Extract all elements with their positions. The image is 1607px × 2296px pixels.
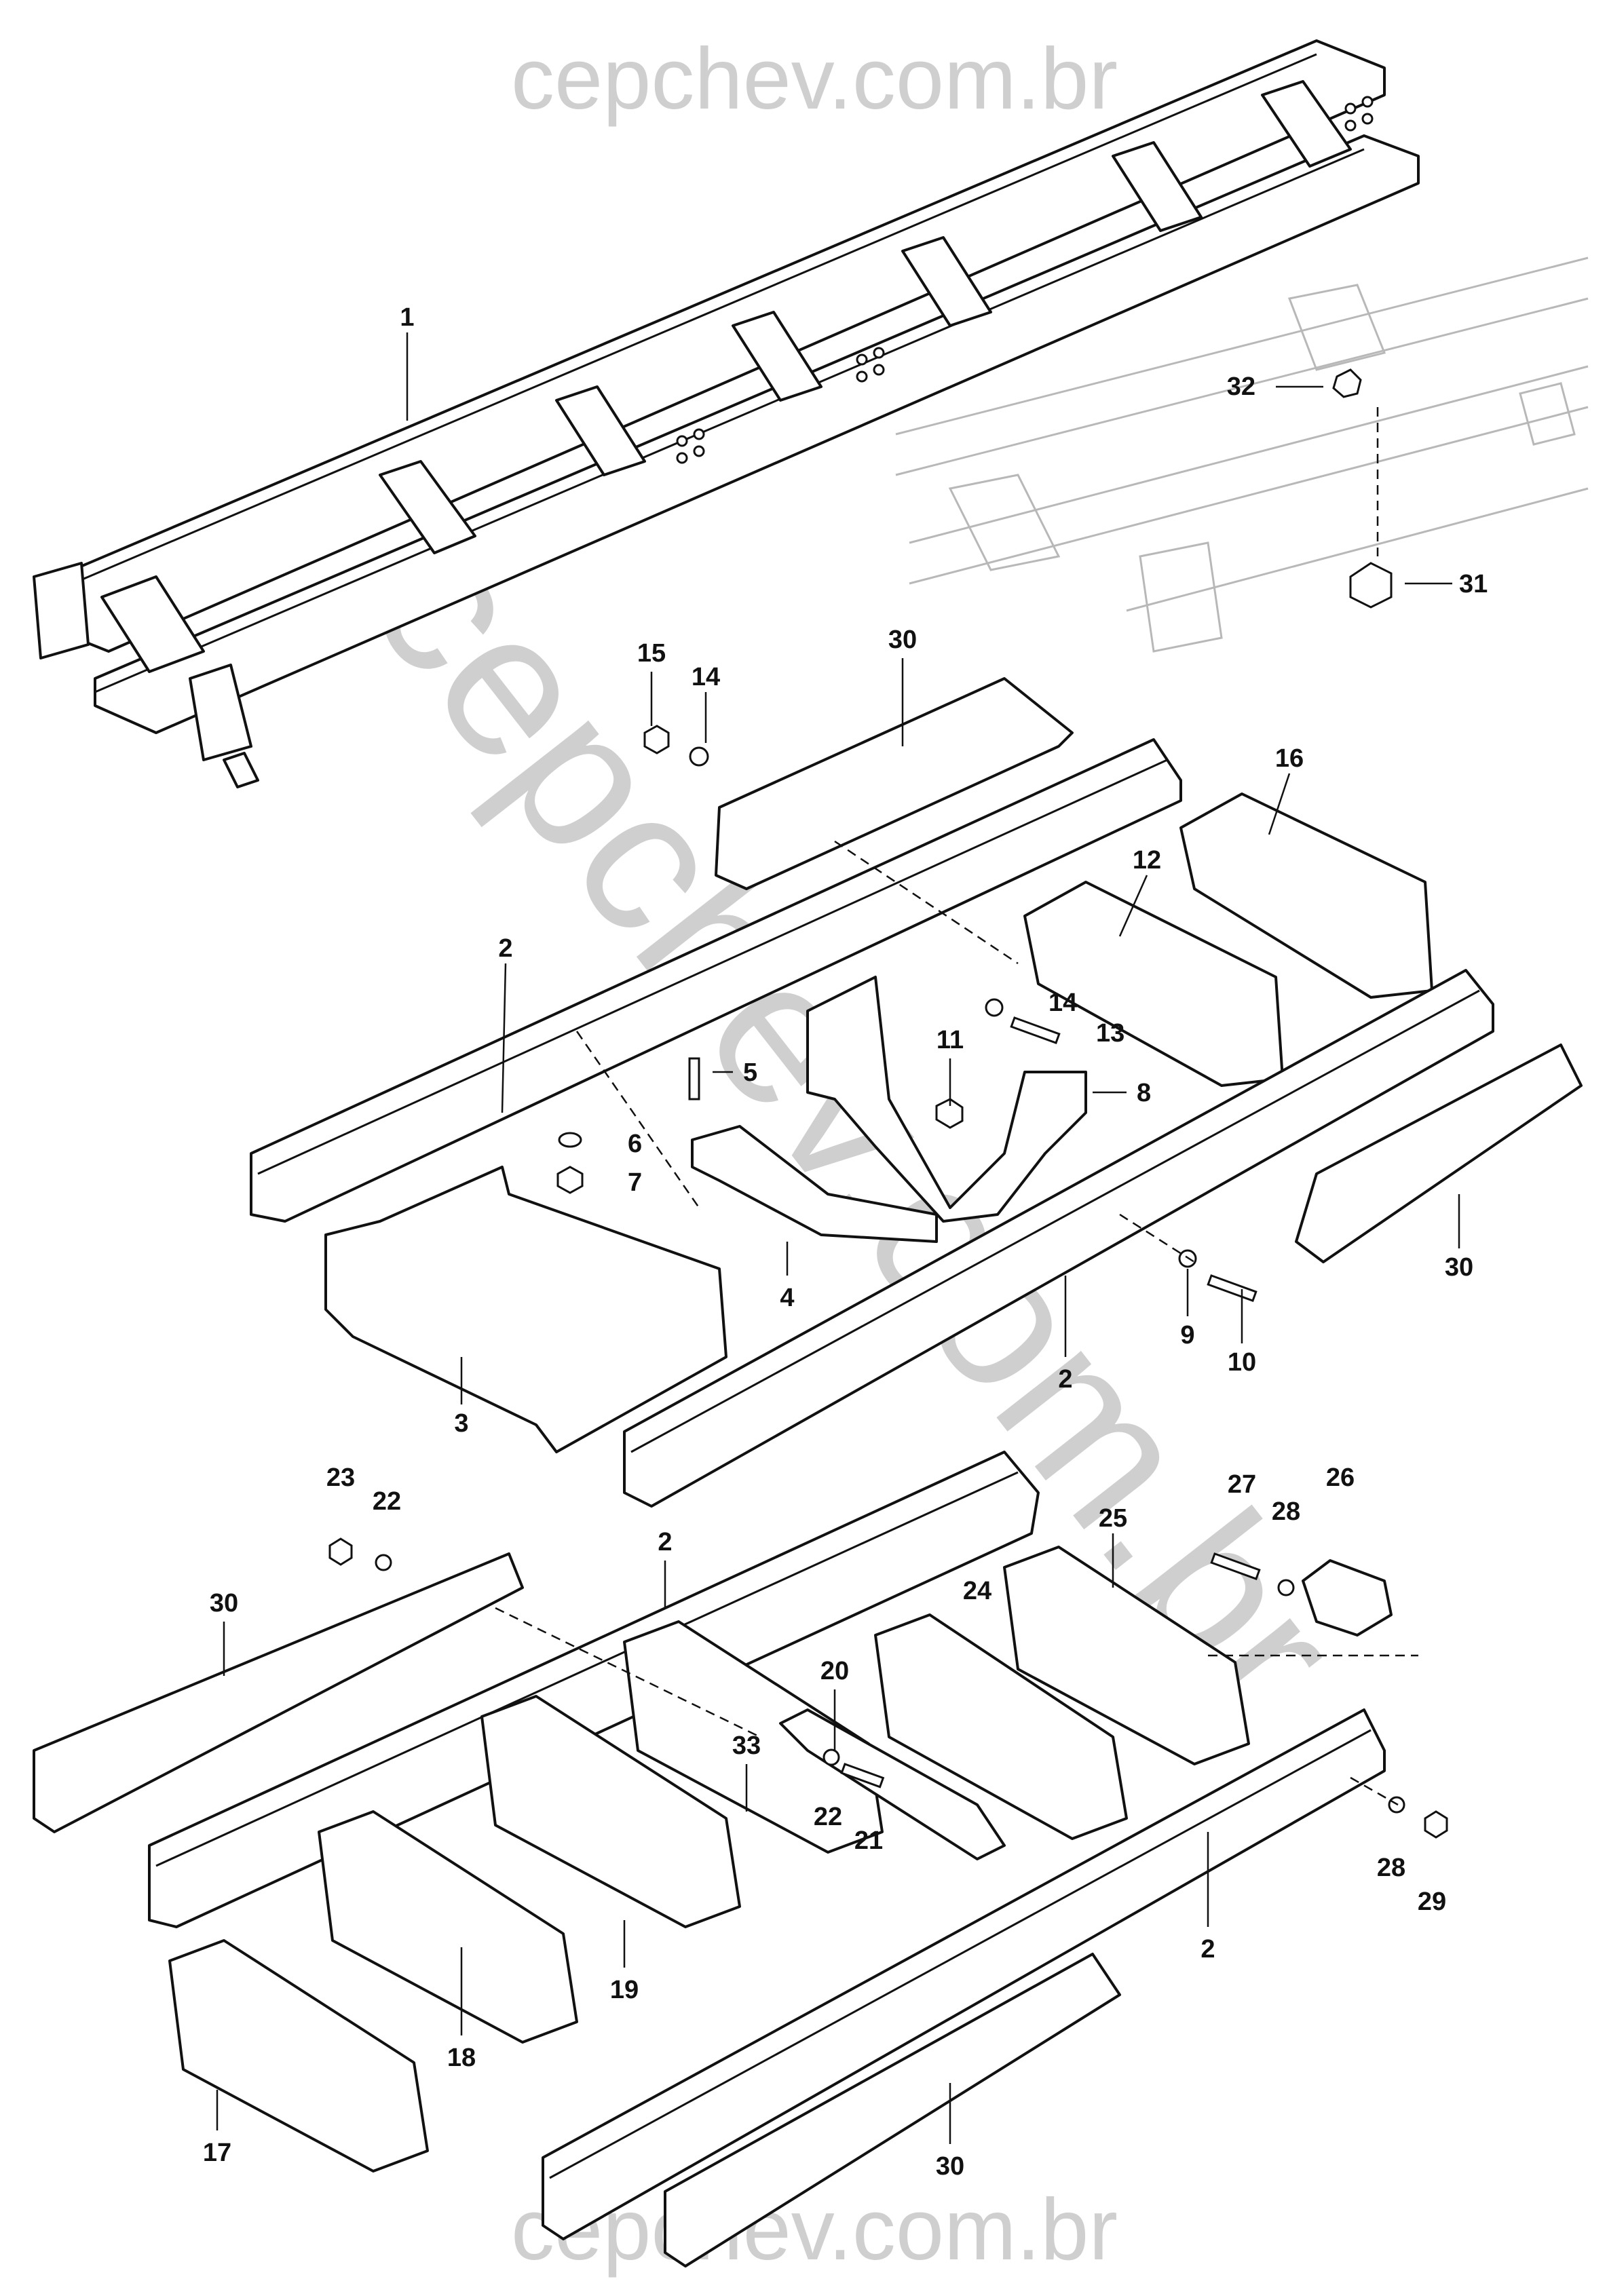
washer-22-mid [823, 1748, 840, 1766]
reinforcement-30-top [715, 677, 1074, 890]
callout-22: 22 [373, 1487, 401, 1516]
reinforcement-30-bottom [664, 1953, 1121, 2268]
crossmember-3 [324, 1166, 727, 1453]
crossmember-17 [168, 1939, 429, 2173]
bolt-21 [840, 1763, 885, 1788]
bolt-31 [1349, 562, 1393, 609]
callout-18: 18 [447, 2044, 476, 2072]
callout-2: 2 [658, 1528, 672, 1556]
bracket-20 [779, 1708, 1006, 1860]
callout-2: 2 [1200, 1935, 1215, 1964]
nut-15 [643, 725, 670, 754]
callout-9: 9 [1180, 1321, 1194, 1350]
crossmember-19 [480, 1695, 741, 1928]
callout-10: 10 [1228, 1348, 1256, 1377]
callout-14: 14 [1048, 989, 1077, 1017]
crossmember-24 [874, 1613, 1128, 1840]
washer-6 [558, 1132, 582, 1148]
callout-25: 25 [1099, 1504, 1127, 1533]
callout-26: 26 [1326, 1463, 1355, 1492]
side-rail-2-bottom-right [542, 1708, 1386, 2240]
crossmember-18 [318, 1810, 578, 2044]
washer-14-top [689, 746, 709, 767]
nut-23 [328, 1537, 353, 1566]
chassis-frame-assembly [33, 39, 1420, 788]
callout-7: 7 [628, 1168, 642, 1197]
crossmember-25 [1003, 1546, 1250, 1765]
watermark-top: cepchev.com.br [511, 31, 1118, 128]
callout-13: 13 [1096, 1019, 1124, 1048]
bolt-10 [1207, 1274, 1258, 1303]
callout-24: 24 [963, 1577, 991, 1605]
nut-7 [556, 1166, 584, 1194]
callout-12: 12 [1133, 846, 1161, 875]
callout-14: 14 [692, 663, 720, 691]
nut-32 [1332, 368, 1362, 398]
callout-20: 20 [820, 1657, 849, 1685]
callout-19: 19 [610, 1976, 639, 2004]
side-rail-2-lower [623, 969, 1494, 1508]
callout-30: 30 [1445, 1253, 1473, 1282]
callout-6: 6 [628, 1130, 642, 1158]
bracket-8 [806, 976, 1087, 1223]
washer-14-mid [985, 998, 1004, 1017]
callout-30: 30 [936, 2152, 964, 2181]
callout-22: 22 [814, 1803, 842, 1831]
washer-28-top [1277, 1579, 1295, 1596]
callout-11: 11 [937, 1026, 964, 1054]
side-rail-2-bottom-left [148, 1451, 1040, 1928]
leader-lines [216, 332, 1460, 2144]
reinforcement-30-left [33, 1552, 524, 1833]
nut-29 [1424, 1810, 1448, 1839]
callout-23: 23 [326, 1463, 355, 1492]
callout-15: 15 [637, 639, 666, 668]
bolt-13 [1010, 1016, 1061, 1045]
callout-33: 33 [732, 1731, 761, 1760]
callout-29: 29 [1418, 1888, 1446, 1916]
callout-17: 17 [203, 2139, 231, 2167]
callout-labels: 1 32 31 15 14 30 16 12 2 14 13 11 5 8 6 … [203, 303, 1488, 2181]
callout-4: 4 [780, 1284, 794, 1312]
callout-21: 21 [854, 1826, 883, 1855]
callout-3: 3 [454, 1409, 468, 1438]
washer-22-top [375, 1554, 392, 1571]
callout-16: 16 [1275, 744, 1304, 773]
reinforcement-30-right [1295, 1044, 1583, 1263]
callout-8: 8 [1137, 1079, 1151, 1107]
callout-1: 1 [400, 303, 414, 332]
callout-31: 31 [1459, 570, 1488, 598]
callout-32: 32 [1227, 372, 1255, 401]
ghosted-frame-detail [895, 256, 1589, 653]
callout-5: 5 [743, 1058, 757, 1087]
callout-27: 27 [1228, 1470, 1256, 1499]
crossmember-4 [691, 1125, 938, 1243]
mount-26 [1302, 1559, 1393, 1637]
callout-2: 2 [1058, 1365, 1072, 1394]
bolt-27 [1210, 1552, 1261, 1581]
callout-30: 30 [888, 626, 917, 654]
callout-2: 2 [498, 934, 512, 963]
callout-30: 30 [210, 1589, 238, 1618]
crossmember-33 [623, 1620, 884, 1854]
callout-28: 28 [1272, 1497, 1300, 1526]
callout-28: 28 [1377, 1854, 1405, 1882]
bolt-5 [688, 1057, 700, 1101]
